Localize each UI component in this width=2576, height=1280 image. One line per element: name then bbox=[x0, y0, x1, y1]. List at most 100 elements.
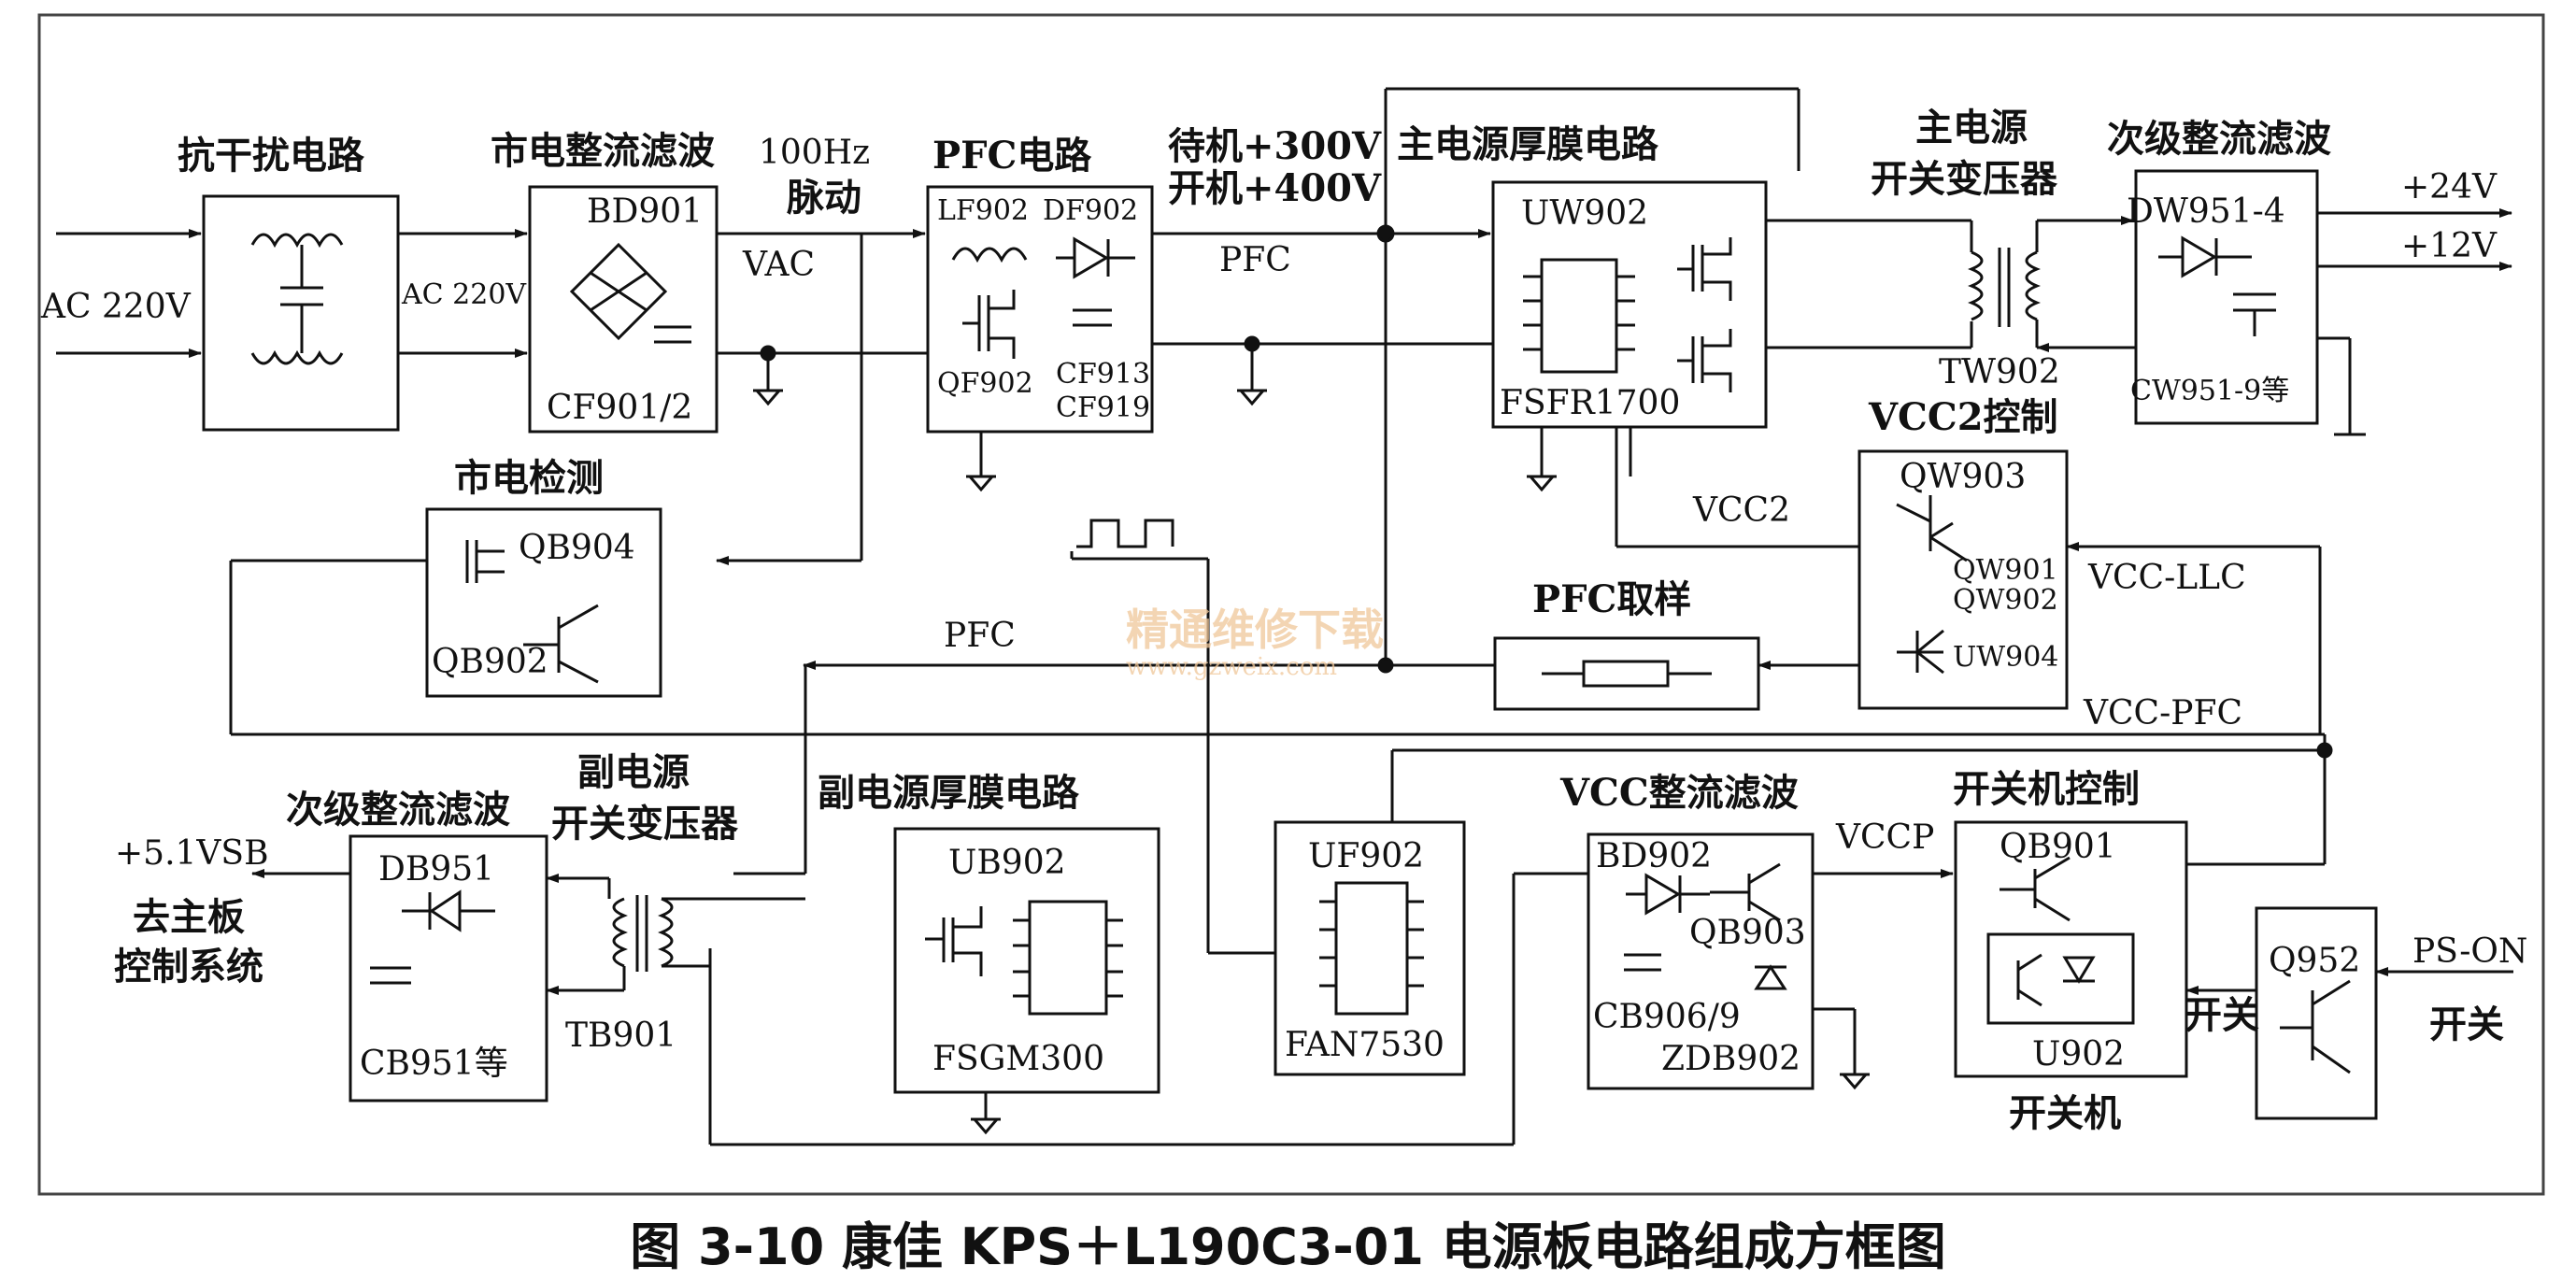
sub-diode-icon bbox=[428, 889, 462, 932]
sub-xfmr-title2: 开关变压器 bbox=[551, 802, 739, 846]
secondary-diode-icon bbox=[2181, 235, 2218, 278]
sub-ic-box bbox=[893, 827, 1160, 1094]
sub-rect-ref1: DB951 bbox=[378, 850, 494, 889]
signal-to-main-2: 控制系统 bbox=[114, 945, 263, 988]
pfc-ref2: DF902 bbox=[1043, 194, 1138, 227]
q952-box bbox=[2255, 906, 2378, 1120]
main-xfmr-ref: TW902 bbox=[1939, 353, 2060, 391]
sub-secondary-rectifier-box bbox=[349, 834, 548, 1102]
ground-icon-1 bbox=[753, 389, 783, 406]
main-ic-ref1: UW902 bbox=[1521, 194, 1648, 233]
outer-frame bbox=[37, 13, 2545, 1196]
pfc-sample-title: PFC取样 bbox=[1532, 577, 1691, 621]
onoff-ref1: QB901 bbox=[2000, 828, 2116, 866]
signal-24v: +24V bbox=[2401, 168, 2498, 206]
onoff-label: 开关机 bbox=[2009, 1091, 2121, 1135]
optocoupler-icon bbox=[465, 540, 505, 583]
uw902-chip-icon bbox=[1540, 258, 1618, 374]
signal-vac: VAC bbox=[742, 246, 815, 284]
pfc-sample-box bbox=[1493, 636, 1760, 711]
emi-choke-bottom-icon bbox=[250, 349, 344, 365]
watermark-url: www.gzweix.com bbox=[1126, 653, 1337, 681]
signal-switch-2: 开关 bbox=[2429, 1003, 2504, 1046]
pfc-ref3: QF902 bbox=[937, 367, 1033, 400]
signal-to-main-1: 去主板 bbox=[133, 895, 245, 939]
main-xfmr-title2: 开关变压器 bbox=[1871, 157, 2058, 201]
secondary-rectifier-box bbox=[2134, 169, 2319, 425]
square-wave-icon bbox=[1076, 519, 1174, 548]
u902-optocoupler-icon bbox=[1986, 932, 2135, 1025]
onoff-control-box bbox=[1954, 820, 2188, 1078]
signal-pfc-top: PFC bbox=[1219, 241, 1291, 279]
sub-rect-title: 次级整流滤波 bbox=[286, 788, 510, 832]
sec-rect-ref1: DW951-4 bbox=[2127, 192, 2285, 231]
signal-ac220-mid: AC 220V bbox=[401, 278, 527, 311]
main-ic-ref2: FSFR1700 bbox=[1500, 384, 1680, 422]
rect-main-ref2: CF901/2 bbox=[547, 389, 692, 427]
watermark-text: 精通维修下载 bbox=[1126, 604, 1384, 655]
onoff-ref2: U902 bbox=[2032, 1035, 2125, 1074]
bridge-rectifier-icon bbox=[569, 242, 668, 341]
mains-det-ref1: QB904 bbox=[519, 529, 635, 567]
ub902-chip-icon bbox=[1028, 900, 1108, 1016]
qb901-transistor-icon bbox=[2000, 856, 2071, 922]
qb902-transistor-icon bbox=[523, 604, 599, 684]
rect-main-ref1: BD901 bbox=[587, 192, 703, 231]
ground-icon-6 bbox=[1840, 1073, 1870, 1090]
pfc-circuit-box bbox=[926, 185, 1154, 434]
sample-resistor-icon bbox=[1582, 660, 1670, 688]
signal-hz: 100Hz bbox=[759, 134, 870, 172]
sub-xfmr-title1: 副电源 bbox=[577, 750, 690, 794]
main-ic-title: 主电源厚膜电路 bbox=[1397, 122, 1659, 166]
uf902-chip-icon bbox=[1334, 881, 1409, 1016]
mains-det-title: 市电检测 bbox=[454, 456, 604, 500]
pfc-ic-box bbox=[1274, 820, 1466, 1076]
pfc-inductor-icon bbox=[951, 247, 1028, 263]
signal-on: 开机+400V bbox=[1168, 166, 1382, 210]
vcc-rectifier-box bbox=[1587, 832, 1815, 1090]
signal-12v: +12V bbox=[2401, 227, 2498, 265]
emi-title: 抗干扰电路 bbox=[178, 134, 365, 178]
signal-pulse: 脉动 bbox=[787, 176, 861, 220]
main-transformer-primary-icon bbox=[1968, 250, 1984, 321]
sub-transformer-primary-icon bbox=[658, 897, 674, 968]
vcc-rect-ref3: CB906/9 bbox=[1593, 998, 1741, 1036]
signal-standby: 待机+300V bbox=[1168, 124, 1382, 168]
zdb902-zener-icon bbox=[1754, 964, 1787, 990]
sub-rect-ref2: CB951等 bbox=[360, 1045, 508, 1083]
bd902-diode-icon bbox=[1644, 873, 1682, 916]
emi-filter-box bbox=[202, 194, 400, 432]
signal-switch-1: 开关 bbox=[2185, 993, 2259, 1037]
signal-ac220-in: AC 220V bbox=[40, 288, 192, 326]
ground-icon-5 bbox=[971, 1117, 1001, 1135]
qw903-transistor-icon bbox=[1896, 495, 1968, 562]
main-transformer-secondary-icon bbox=[2025, 250, 2041, 321]
sub-xfmr-ref: TB901 bbox=[565, 1017, 676, 1055]
pfc-ic-ref1: UF902 bbox=[1308, 837, 1424, 875]
main-xfmr-title1: 主电源 bbox=[1915, 106, 2028, 149]
sub-ic-ref1: UB902 bbox=[948, 844, 1066, 882]
vcc2-ref1: QW903 bbox=[1900, 458, 2026, 496]
sub-ic-title: 副电源厚膜电路 bbox=[818, 771, 1080, 815]
vcc-rect-ref1: BD902 bbox=[1596, 837, 1712, 875]
main-mosfet-1-icon bbox=[1677, 237, 1732, 301]
uw904-regulator-icon bbox=[1897, 629, 1944, 675]
sec-rect-title: 次级整流滤波 bbox=[2107, 117, 2331, 161]
ground-icon-4 bbox=[1527, 475, 1557, 492]
q952-transistor-icon bbox=[2280, 979, 2351, 1074]
mains-detection-box bbox=[425, 507, 662, 698]
signal-vccp: VCCP bbox=[1835, 818, 1934, 857]
vcc-rect-ref4: ZDB902 bbox=[1661, 1040, 1800, 1078]
vcc2-title: VCC2控制 bbox=[1868, 395, 2058, 439]
sec-rect-ref2: CW951-9等 bbox=[2130, 375, 2289, 407]
signal-vcc-pfc: VCC-PFC bbox=[2083, 694, 2242, 732]
mains-rectifier-box bbox=[528, 185, 719, 434]
signal-vcc2: VCC2 bbox=[1692, 491, 1790, 530]
signal-vcc-llc: VCC-LLC bbox=[2087, 559, 2246, 597]
q952-ref: Q952 bbox=[2269, 942, 2360, 980]
emi-choke-top-icon bbox=[250, 233, 344, 249]
sub-ic-ref2: FSGM300 bbox=[932, 1040, 1104, 1078]
signal-ps-on: PS-ON bbox=[2412, 932, 2527, 971]
vcc2-ref3: QW902 bbox=[1953, 584, 2058, 617]
